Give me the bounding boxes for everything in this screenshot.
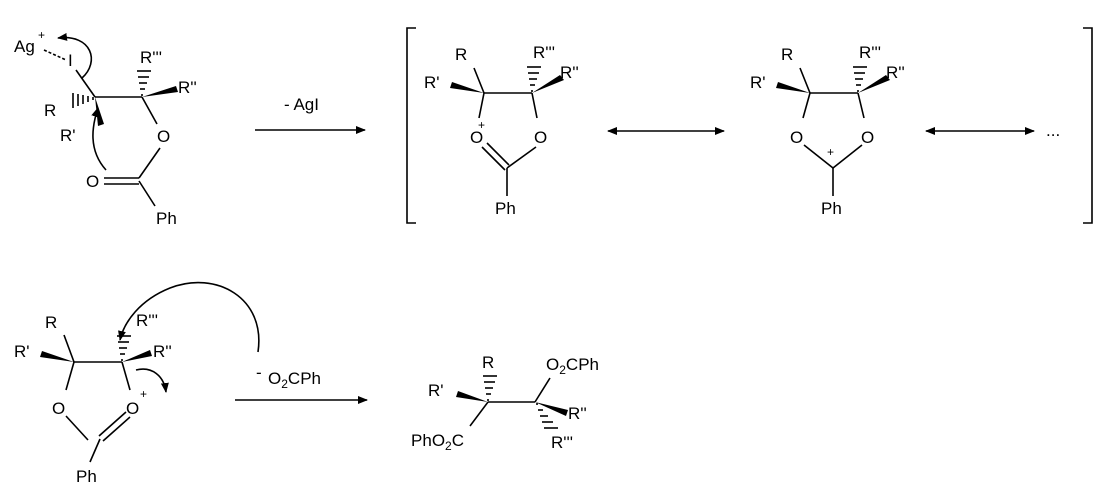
r1-label: R' (428, 381, 444, 400)
curved-arrow-iodine-to-silver (57, 32, 92, 79)
ester-oxygen-label: O (157, 127, 170, 146)
diester-product: PhO2C O2CPh R R' R'' R''' (411, 353, 599, 453)
r2-label: R'' (886, 63, 905, 82)
phenyl-label: Ph (156, 209, 177, 228)
ring-oxygen-label: O (52, 399, 65, 418)
hash-bond-r3 (527, 66, 541, 92)
wedge-bond-r2 (535, 402, 568, 416)
wedge-bond-r1 (776, 82, 810, 93)
carbonyl-oxygen-label: O (126, 399, 139, 418)
right-bracket (1083, 27, 1093, 224)
ring-oxygen-left-label: O (790, 128, 803, 147)
r1-label: R' (14, 342, 30, 361)
curved-arrow-ring-opening (135, 368, 169, 393)
r2-label: R'' (560, 63, 579, 82)
wedge-bond-r1 (456, 391, 488, 402)
r3-label: R''' (533, 43, 555, 62)
r3-label: R''' (136, 311, 158, 330)
oxonium-charge: + (478, 118, 485, 132)
carbonyl-oxygen-label: O (86, 172, 99, 191)
benzoate-label: O2CPh (268, 369, 321, 391)
reagent-label: - AgI (284, 95, 319, 114)
hash-bond-r (483, 375, 497, 401)
hash-bond-r3 (137, 70, 151, 96)
wedge-bond-r2 (122, 350, 152, 362)
r1-label: R' (60, 126, 76, 145)
o2cph-label: O2CPh (546, 355, 599, 377)
r3-label: R''' (859, 43, 881, 62)
ring-oxygen-right-label: O (534, 128, 547, 147)
left-bracket (406, 27, 416, 224)
oxonium-oxygen-label: O (470, 128, 483, 147)
hash-bond-r3 (853, 66, 867, 92)
hash-bond-r3 (536, 403, 558, 429)
oxonium-charge: + (140, 387, 147, 401)
wedge-bond-r2 (142, 86, 178, 97)
dioxolanium-intermediate: O O + Ph R R' R''' R'' (14, 311, 172, 486)
r1-label: R' (750, 73, 766, 92)
wedge-bond-r2 (532, 75, 564, 93)
iodine-label: I (68, 51, 73, 70)
r-label: R (781, 45, 793, 64)
silver-label: Ag (14, 37, 35, 56)
curved-arrow-benzoate-attack (118, 281, 260, 353)
benzoate-charge: - (256, 363, 262, 382)
resonance-structure-a: O + O Ph R R' R''' R'' (424, 43, 579, 218)
r2-label: R'' (568, 404, 587, 423)
hash-bond-r3 (117, 335, 131, 361)
pho2c-label: PhO2C (411, 431, 464, 453)
ellipsis: ... (1046, 121, 1060, 140)
carbenium-charge: + (827, 145, 834, 159)
phenyl-label: Ph (76, 467, 97, 486)
resonance-structure-b: O O + Ph R R' R''' R'' (750, 43, 905, 218)
ring-oxygen-right-label: O (861, 128, 874, 147)
wedge-bond-r1 (450, 82, 484, 93)
reaction-arrow-1: - AgI (255, 95, 366, 134)
phenyl-label: Ph (821, 199, 842, 218)
r-label: R (455, 45, 467, 64)
curved-arrow-neighboring-group (91, 107, 107, 171)
r3-label: R''' (140, 48, 162, 67)
hash-bond-r (72, 93, 94, 108)
r3-label: R''' (551, 433, 573, 452)
starting-material: Ag + I R R' R''' R'' O (14, 28, 197, 228)
wedge-bond-r1 (40, 351, 74, 362)
r1-label: R' (424, 73, 440, 92)
r-label: R (45, 313, 57, 332)
r2-label: R'' (153, 342, 172, 361)
r-label: R (482, 353, 494, 372)
r-label: R (44, 101, 56, 120)
wedge-bond-r1 (95, 97, 104, 126)
wedge-bond-r2 (858, 75, 890, 93)
r2-label: R'' (178, 78, 197, 97)
silver-charge: + (38, 28, 45, 42)
phenyl-label: Ph (495, 199, 516, 218)
